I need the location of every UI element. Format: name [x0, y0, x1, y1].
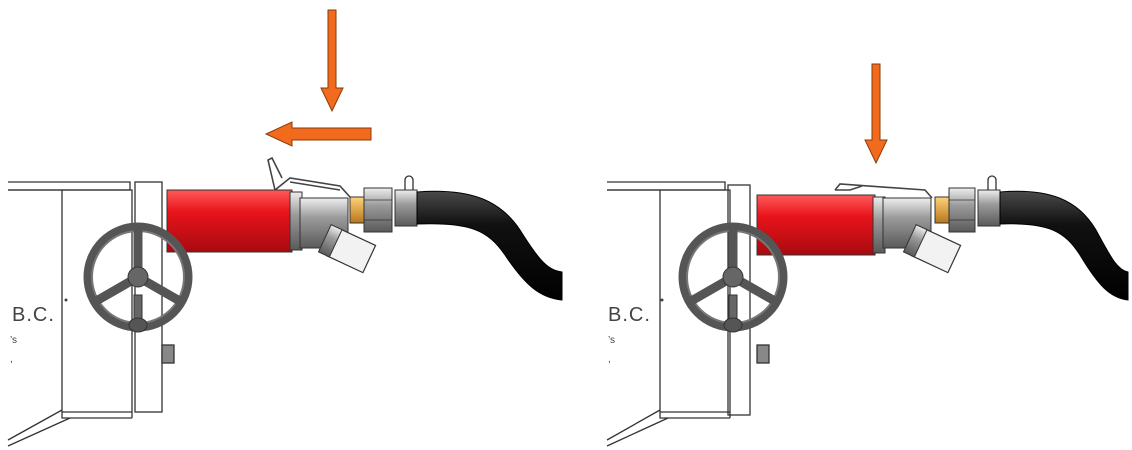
hose-clamp	[977, 189, 1001, 227]
black-hose	[999, 190, 1129, 301]
label-mark-1: ’s	[10, 335, 17, 346]
hose-clamp	[394, 189, 418, 227]
push-down-arrow-icon	[864, 63, 888, 165]
panel-before: B.C. ’s ,	[7, 9, 563, 447]
brass-fitting	[349, 196, 365, 224]
hex-nut	[948, 187, 976, 233]
red-cylinder	[166, 189, 293, 253]
filter-port	[902, 224, 962, 274]
handwheel-icon	[678, 222, 788, 333]
label-mark-2: ,	[10, 354, 13, 365]
machine-body	[606, 181, 770, 447]
panel-after: B.C. ’s ,	[606, 63, 1129, 447]
label-dot	[660, 298, 664, 302]
hex-nut	[363, 187, 393, 233]
label-bc: B.C.	[12, 304, 55, 326]
release-lever	[834, 183, 933, 199]
brass-fitting	[934, 196, 950, 224]
label-dot	[64, 298, 68, 302]
release-lever	[267, 156, 351, 198]
push-down-arrow-icon	[320, 9, 344, 113]
push-left-arrow-icon	[264, 121, 372, 147]
label-bc: B.C.	[608, 304, 651, 326]
handwheel-icon	[83, 222, 193, 333]
black-hose	[416, 190, 563, 301]
filter-port	[317, 224, 377, 274]
label-mark-1: ’s	[608, 335, 615, 346]
label-mark-2: ,	[608, 354, 611, 365]
